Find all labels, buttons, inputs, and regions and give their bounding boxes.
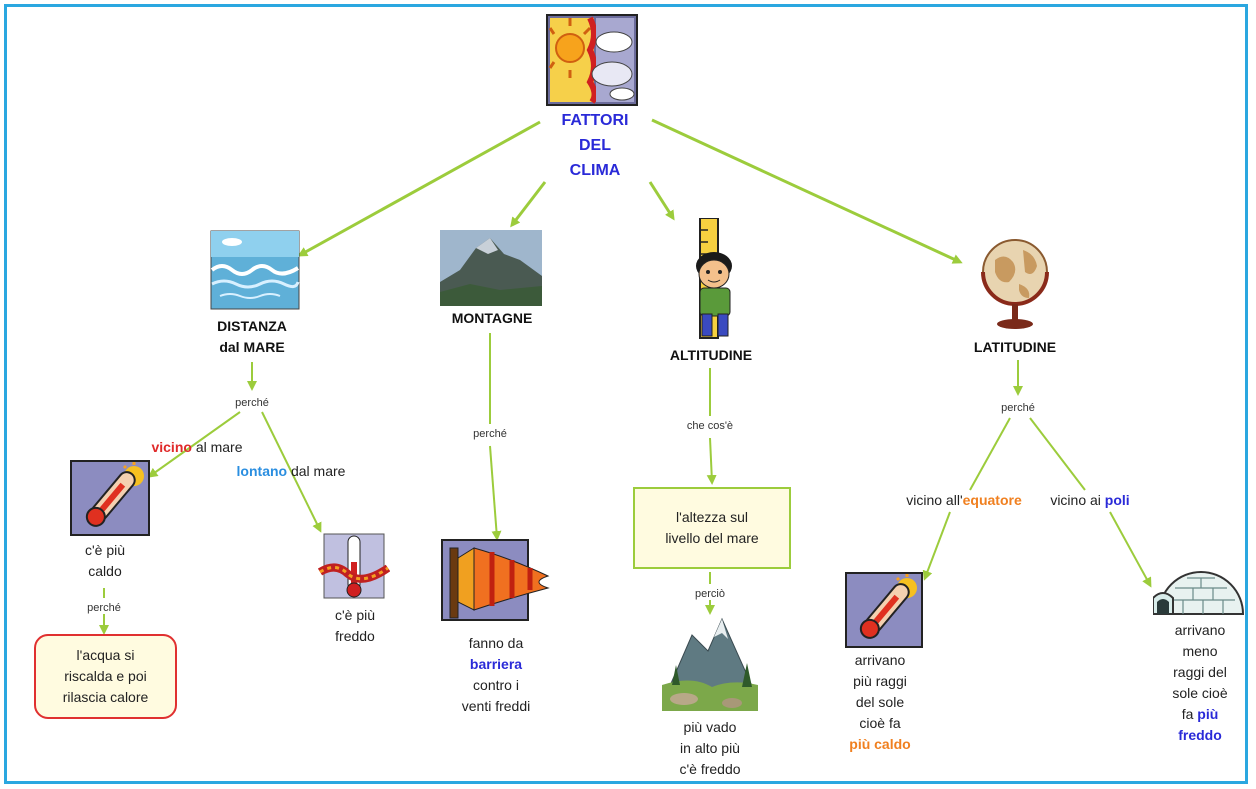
root-line-3: CLIMA <box>569 162 621 179</box>
thermometer-hot-icon <box>70 460 150 536</box>
boy-measure-icon <box>680 217 744 340</box>
root-line-2: DEL <box>579 137 611 154</box>
altezza-line-1: l'altezza sul <box>676 509 748 525</box>
distanza-link: perché <box>235 397 269 409</box>
montagne-link: perché <box>473 428 507 440</box>
lat-caldo-line-3: del sole <box>855 694 905 710</box>
climate-icon <box>546 14 638 106</box>
montagne-line-1: fanno da <box>468 635 524 651</box>
root-line-1: FATTORI <box>561 112 629 129</box>
acqua-line-3: rilascia calore <box>62 689 149 705</box>
altitudine-line-1: più vado <box>683 719 737 735</box>
lontano-label: lontano dal mare <box>216 461 366 482</box>
altezza-line-2: livello del mare <box>665 530 759 546</box>
lat-freddo-piu: più <box>1197 706 1219 722</box>
lat-freddo-line-5: fa più <box>1148 704 1252 725</box>
altitudine-line-2: in alto più <box>680 740 740 756</box>
altitudine-title: ALTITUDINE <box>669 347 753 363</box>
altezza-box: l'altezza sul livello del mare <box>633 487 791 569</box>
acqua-line-1: l'acqua si <box>76 647 135 663</box>
lat-caldo-text: arrivano più raggi del sole cioè fa più … <box>820 650 940 755</box>
montagne-line-4: venti freddi <box>461 698 531 714</box>
thermometer-hot-icon-2 <box>845 572 923 648</box>
sea-icon <box>210 230 300 310</box>
montagne-line-2: barriera <box>469 656 523 672</box>
equatore-prefix: vicino all' <box>906 492 963 508</box>
lat-freddo-text: arrivano meno raggi del sole cioè fa più… <box>1148 620 1252 746</box>
mountain-photo <box>440 230 542 306</box>
lontano-rest: dal mare <box>287 463 346 479</box>
distanza-title-2: dal MARE <box>219 339 285 355</box>
equatore-word: equatore <box>962 492 1022 508</box>
lat-freddo-line-3: raggi del <box>1173 664 1227 680</box>
landscape-icon <box>662 615 758 711</box>
distanza-title-1: DISTANZA <box>217 318 287 334</box>
lat-caldo-line-4: cioè fa <box>859 715 901 731</box>
latitudine-link: perché <box>1001 402 1035 414</box>
acqua-box: l'acqua si riscalda e poi rilascia calor… <box>34 634 177 719</box>
freddo-text: c'è più freddo <box>300 605 410 647</box>
lat-freddo-line-2: meno <box>1182 643 1218 659</box>
altitudine-text: più vado in alto più c'è freddo <box>650 717 770 780</box>
altitudine-line-3: c'è freddo <box>679 761 741 777</box>
caldo-line-2: caldo <box>88 563 122 579</box>
altitudine-link-2: perciò <box>695 588 725 600</box>
equatore-label: vicino all'equatore <box>888 490 1040 511</box>
distanza-node: DISTANZA dal MARE <box>198 316 306 358</box>
diagram-frame <box>4 4 1248 784</box>
igloo-icon <box>1152 560 1249 616</box>
poli-prefix: vicino ai <box>1050 492 1105 508</box>
lat-caldo-line-5: più caldo <box>849 736 911 752</box>
lat-freddo-line-6: freddo <box>1178 727 1222 743</box>
latitudine-title: LATITUDINE <box>973 339 1057 355</box>
lontano-word: lontano <box>236 463 288 479</box>
lat-freddo-line-1: arrivano <box>1174 622 1226 638</box>
freddo-line-1: c'è più <box>334 607 376 623</box>
altitudine-link: che cos'è <box>686 420 734 432</box>
montagne-text: fanno da barriera contro i venti freddi <box>440 633 552 717</box>
vicino-word: vicino <box>151 439 192 455</box>
lat-caldo-line-2: più raggi <box>853 673 907 689</box>
vicino-rest: al mare <box>191 439 243 455</box>
windsock-icon <box>440 538 552 622</box>
caldo-link: perché <box>87 602 121 614</box>
lat-freddo-fa: fa <box>1181 706 1198 722</box>
acqua-line-2: riscalda e poi <box>64 668 147 684</box>
montagne-line-3: contro i <box>473 677 519 693</box>
caldo-line-1: c'è più <box>84 542 126 558</box>
root-node: FATTORI DEL CLIMA <box>545 108 645 183</box>
thermometer-cold-icon <box>317 532 391 602</box>
globe-icon <box>975 232 1055 332</box>
montagne-title: MONTAGNE <box>451 310 533 326</box>
caldo-text: c'è più caldo <box>50 540 160 582</box>
vicino-label: vicino al mare <box>132 437 262 458</box>
lat-caldo-line-1: arrivano <box>854 652 906 668</box>
poli-label: vicino ai poli <box>1035 490 1145 511</box>
poli-word: poli <box>1104 492 1130 508</box>
freddo-line-2: freddo <box>335 628 375 644</box>
lat-freddo-line-4: sole cioè <box>1172 685 1228 701</box>
